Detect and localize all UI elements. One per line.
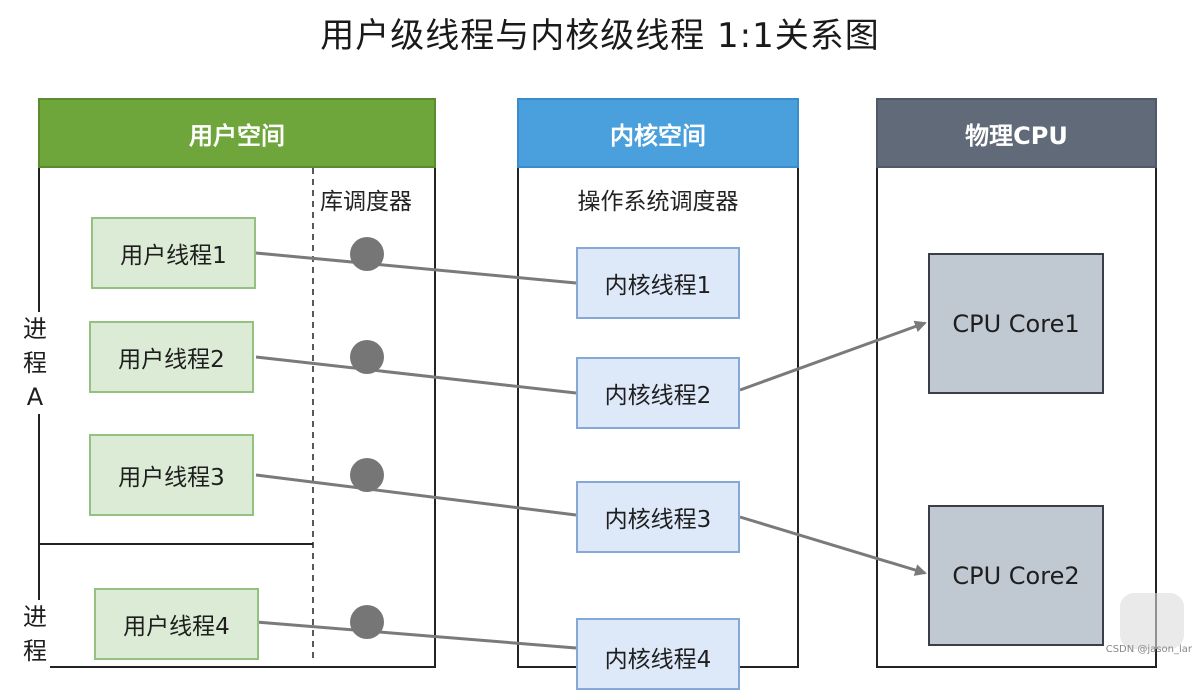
diagram-title: 用户级线程与内核级线程 1:1关系图 <box>320 16 880 56</box>
watermark-logo <box>1120 593 1184 649</box>
process-b-label: 进 程 <box>20 600 50 668</box>
scheduler-node-2 <box>350 340 384 374</box>
kernel-thread-1[interactable]: 内核线程1 <box>576 247 740 319</box>
user-thread-1[interactable]: 用户线程1 <box>91 217 256 289</box>
link-user4-kernel4 <box>255 620 577 650</box>
kernel-thread-4[interactable]: 内核线程4 <box>576 618 740 690</box>
physical-cpu-header: 物理CPU <box>876 98 1157 168</box>
link-user3-kernel3 <box>255 473 577 517</box>
os-scheduler-label: 操作系统调度器 <box>577 189 739 215</box>
link-user1-kernel1 <box>255 251 577 285</box>
kernel-space-header: 内核空间 <box>517 98 799 168</box>
cpu-core-1[interactable]: CPU Core1 <box>928 253 1104 394</box>
scheduler-node-3 <box>350 458 384 492</box>
process-b-char-2: 程 <box>23 637 47 665</box>
scheduler-node-1 <box>350 237 384 271</box>
link-kernel3-core2 <box>739 515 927 576</box>
library-scheduler-label: 库调度器 <box>320 189 412 215</box>
process-a-label: 进 程 A <box>20 312 50 414</box>
kernel-thread-2[interactable]: 内核线程2 <box>576 357 740 429</box>
process-a-char-2: 程 <box>23 349 47 377</box>
link-kernel2-core1 <box>739 320 927 392</box>
user-thread-2[interactable]: 用户线程2 <box>89 321 254 393</box>
kernel-thread-3[interactable]: 内核线程3 <box>576 481 740 553</box>
process-a-char-1: 进 <box>23 315 47 343</box>
user-space-header: 用户空间 <box>38 98 436 168</box>
scheduler-node-4 <box>350 605 384 639</box>
user-thread-3[interactable]: 用户线程3 <box>89 434 254 516</box>
user-thread-4[interactable]: 用户线程4 <box>94 588 259 660</box>
process-b-char-1: 进 <box>23 603 47 631</box>
connection-overlay <box>38 168 927 661</box>
process-a-char-3: A <box>26 383 44 411</box>
cpu-core-2[interactable]: CPU Core2 <box>928 505 1104 646</box>
watermark-text: CSDN @jason_lar <box>1105 644 1192 655</box>
link-user2-kernel2 <box>255 355 577 395</box>
